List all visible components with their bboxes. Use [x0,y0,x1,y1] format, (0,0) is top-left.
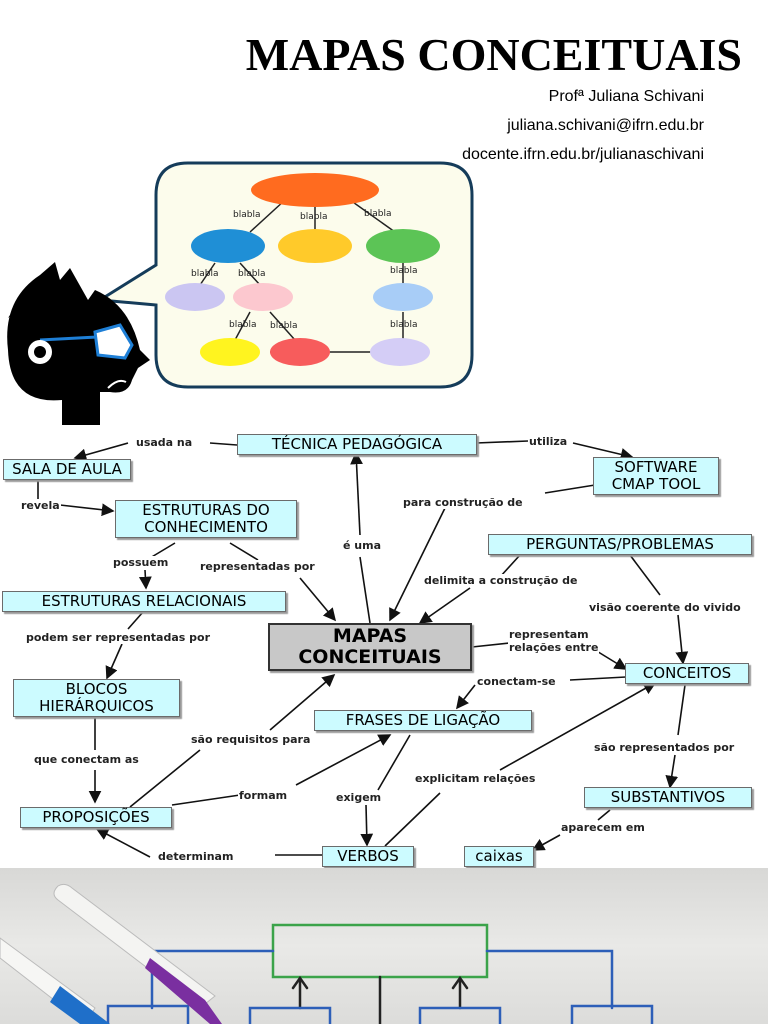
bubble-link-label: blabla [390,266,417,276]
link-sao-requisitos: são requisitos para [190,733,312,746]
whiteboard-photo [0,868,768,1024]
whiteboard-green-box [271,923,489,979]
concept-map-connectors [37,440,689,858]
link-representam-line2: relações entre [509,641,599,654]
node-estruturas-line2: CONHECIMENTO [144,518,268,536]
link-usada-na: usada na [135,436,194,449]
node-estruturas-do-conhecimento[interactable]: ESTRUTURAS DO CONHECIMENTO [115,500,297,538]
bubble-link-label: blabla [233,210,260,220]
bubble-node-lightblue [373,283,433,311]
concept-map: TÉCNICA PEDAGÓGICA SALA DE AULA SOFTWARE… [0,425,768,868]
author-email[interactable]: juliana.schivani@ifrn.edu.br [507,117,704,134]
node-estruturas-line1: ESTRUTURAS DO [142,501,270,519]
bubble-node-green [366,229,440,263]
bubble-node-lavender [165,283,225,311]
link-formam: formam [238,789,289,802]
bubble-node-yellow [278,229,352,263]
node-perguntas-problemas[interactable]: PERGUNTAS/PROBLEMAS [488,534,752,555]
speech-bubble [95,161,474,389]
whiteboard-drawing [0,883,654,1024]
node-blocos-line2: HIERÁRQUICOS [39,697,154,715]
link-podem-ser-representadas: podem ser representadas por [25,631,212,644]
node-estruturas-relacionais[interactable]: ESTRUTURAS RELACIONAIS [2,591,286,612]
bubble-link-label: blabla [390,320,417,330]
header-section: blabla blabla blabla blabla blabla blabl… [0,0,768,425]
node-proposicoes[interactable]: PROPOSIÇÕES [20,807,172,828]
bubble-link-label: blabla [270,321,297,331]
bubble-link-label: blabla [364,209,391,219]
node-mapas-line1: MAPAS [332,625,408,647]
node-software-cmap-tool[interactable]: SOFTWARE CMAP TOOL [593,457,719,495]
link-revela: revela [20,499,61,512]
bubble-node-lavender2 [370,338,430,366]
link-e-uma: é uma [342,539,383,552]
link-visao-coerente: visão coerente do vivido [588,601,742,614]
link-sao-representados: são representados por [593,741,736,754]
link-possuem: possuem [112,556,170,569]
link-explicitam-relacoes: explicitam relações [414,772,537,785]
bubble-node-yellow2 [200,338,260,366]
page-title: MAPAS CONCEITUAIS [245,29,742,80]
bubble-node-pink [233,283,293,311]
node-software-line1: SOFTWARE [614,458,698,476]
node-conceitos[interactable]: CONCEITOS [625,663,749,684]
link-representam-line1: representam [509,628,589,641]
link-conectam-se: conectam-se [476,675,557,688]
link-delimita-a-construcao: delimita a construção de [423,574,579,587]
bubble-node-blue [191,229,265,263]
link-que-conectam-as: que conectam as [33,753,140,766]
bubble-link-label: blabla [191,269,218,279]
author-name: Profª Juliana Schivani [548,88,704,105]
link-exigem: exigem [335,791,383,804]
node-frases-de-ligacao[interactable]: FRASES DE LIGAÇÃO [314,710,532,731]
thinking-person-icon [7,262,150,425]
node-caixas[interactable]: caixas [464,846,534,867]
link-para-construcao-de: para construção de [402,496,524,509]
link-representam-relacoes: representam relações entre [508,628,600,654]
node-sala-de-aula[interactable]: SALA DE AULA [3,459,131,480]
node-tecnica-pedagogica[interactable]: TÉCNICA PEDAGÓGICA [237,434,477,455]
node-substantivos[interactable]: SUBSTANTIVOS [584,787,752,808]
bubble-link-label: blabla [229,320,256,330]
author-website[interactable]: docente.ifrn.edu.br/julianaschivani [462,146,704,163]
speech-bubble-illustration: blabla blabla blabla blabla blabla blabl… [7,161,474,425]
node-mapas-conceituais[interactable]: MAPAS CONCEITUAIS [268,623,472,671]
link-representadas-por: representadas por [199,560,316,573]
node-verbos[interactable]: VERBOS [322,846,414,867]
link-determinam: determinam [157,850,235,863]
node-mapas-line2: CONCEITUAIS [298,646,442,668]
bubble-node-root [251,173,379,207]
marker-pen-icon [53,883,222,1024]
marker-pen-icon [0,937,110,1024]
node-software-line2: CMAP TOOL [611,475,701,493]
node-blocos-line1: BLOCOS [65,680,128,698]
node-blocos-hierarquicos[interactable]: BLOCOS HIERÁRQUICOS [13,679,180,717]
link-utiliza: utiliza [528,435,569,448]
bubble-link-label: blabla [300,212,327,222]
bubble-link-label: blabla [238,269,265,279]
link-aparecem-em: aparecem em [560,821,646,834]
bubble-node-red [270,338,330,366]
